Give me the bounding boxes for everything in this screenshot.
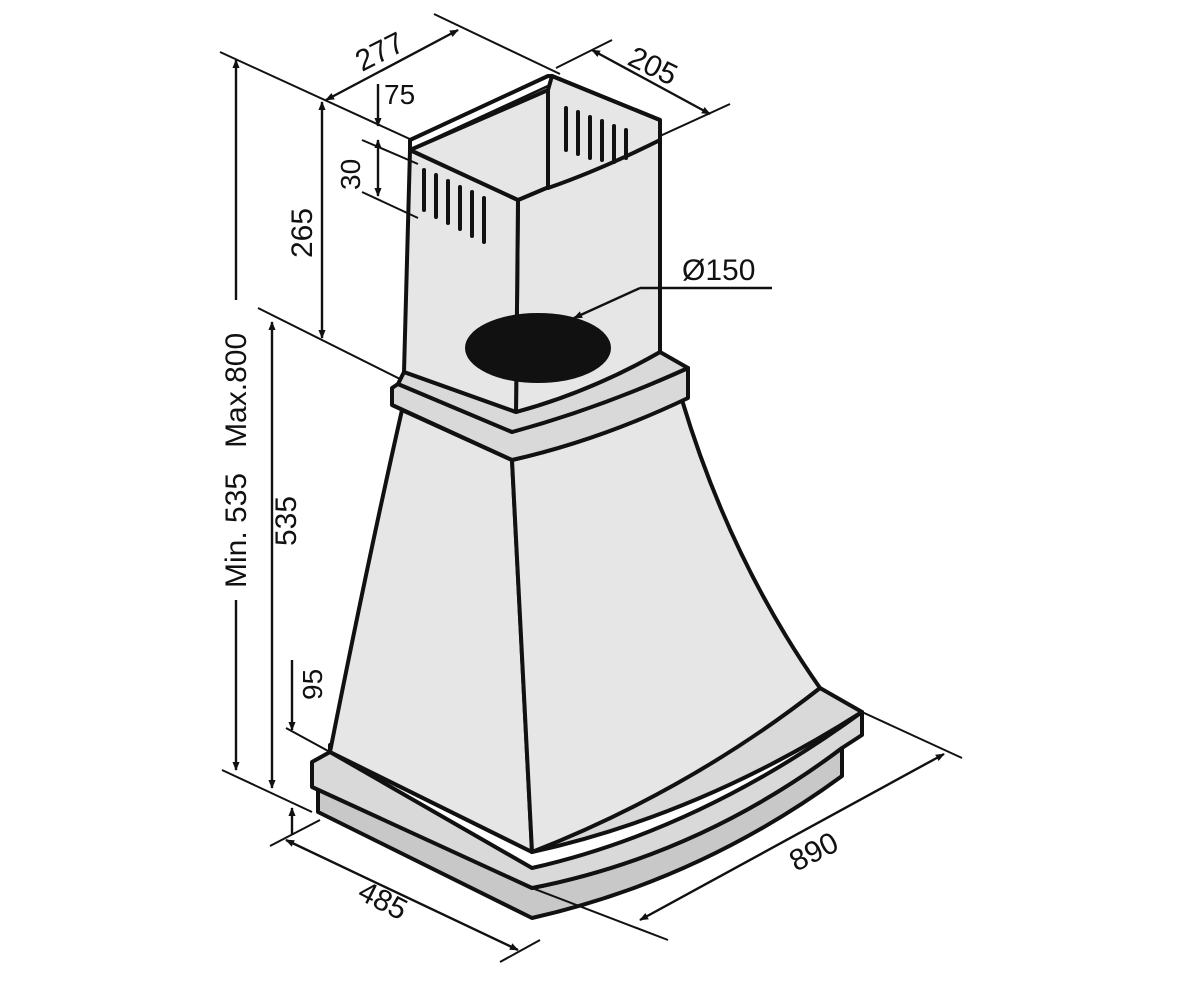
label-chimney-width: 277 [350, 26, 410, 78]
exhaust-outlet [465, 313, 611, 383]
chimney-vents-left [422, 168, 486, 244]
label-chimney-depth: 205 [623, 41, 682, 93]
label-hood-depth: 485 [353, 875, 413, 927]
label-hood-width: 890 [784, 826, 844, 878]
label-outlet-value: 150 [705, 254, 755, 287]
label-overall-range: Min. 535 Max.800 [220, 333, 253, 588]
chimney-rim [408, 74, 662, 152]
label-base-height: 95 [297, 669, 328, 700]
label-chimney-offset: 75 [384, 79, 415, 110]
label-outlet-diameter: Ø150 [682, 254, 755, 287]
label-vent-height: 30 [335, 159, 366, 190]
range-hood-illustration [310, 74, 864, 920]
label-chimney-height: 265 [286, 208, 319, 258]
chimney-vents-right [564, 106, 628, 164]
label-body-height: 535 [270, 496, 303, 546]
dimension-lines [219, 13, 963, 963]
chimney-rim-inner [417, 84, 549, 148]
